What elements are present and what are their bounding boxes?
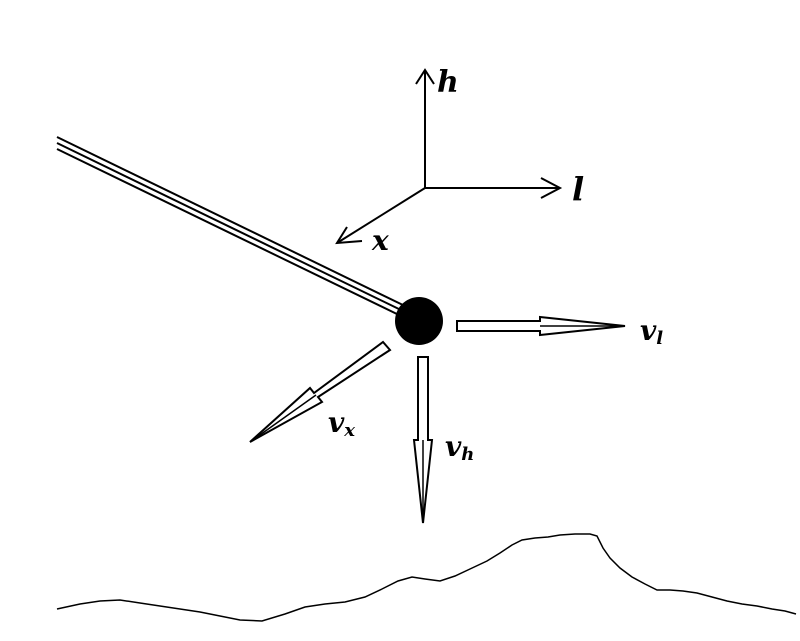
axis-l-arrowhead — [540, 177, 563, 199]
axis-h-arrowhead — [415, 68, 435, 85]
velocity-l-arrow — [456, 315, 626, 337]
tether-line-1 — [56, 136, 406, 307]
axis-x-arrowhead — [335, 226, 363, 245]
velocity-l-label: vl — [640, 314, 663, 349]
axis-x-line — [336, 187, 426, 244]
velocity-x-symbol: v — [328, 406, 345, 439]
axis-x-label: x — [371, 224, 389, 257]
velocity-h-symbol: v — [445, 430, 462, 463]
coordinate-axes — [335, 68, 563, 245]
velocity-x-arrow — [249, 340, 392, 443]
axis-l-label: l — [572, 170, 584, 208]
velocity-l-symbol: v — [640, 314, 657, 347]
velocity-h-label: vh — [445, 430, 474, 465]
velocity-x-label: vx — [328, 406, 355, 441]
velocity-h-subscript: h — [461, 444, 474, 465]
terrain-profile — [56, 533, 797, 622]
axis-h-label: h — [437, 65, 459, 100]
tether-lines — [56, 136, 406, 317]
tether-line-3 — [56, 148, 402, 317]
tether-line-2 — [56, 142, 404, 312]
velocity-l-subscript: l — [656, 328, 663, 349]
particle — [395, 297, 443, 345]
velocity-x-subscript: x — [343, 420, 355, 441]
velocity-h-arrow — [412, 356, 434, 524]
